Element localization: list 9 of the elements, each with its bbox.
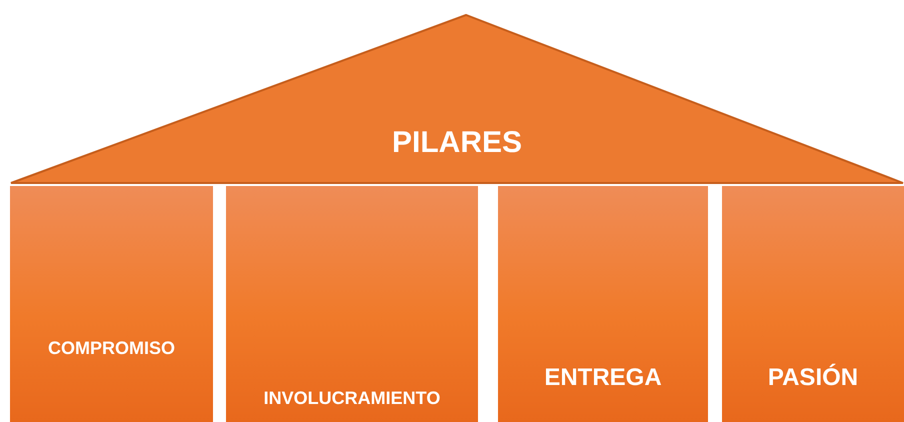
- pillar-box: [498, 186, 708, 422]
- roof-title: PILARES: [390, 126, 524, 160]
- pillar-box: [722, 186, 904, 422]
- pillar-label: COMPROMISO: [46, 338, 176, 359]
- pillar-box: [226, 186, 478, 422]
- pillar-label: PASIÓN: [766, 364, 860, 392]
- pillar-box: [10, 186, 213, 422]
- pillar-label: INVOLUCRAMIENTO: [262, 388, 442, 409]
- pillar-label: ENTREGA: [543, 364, 663, 392]
